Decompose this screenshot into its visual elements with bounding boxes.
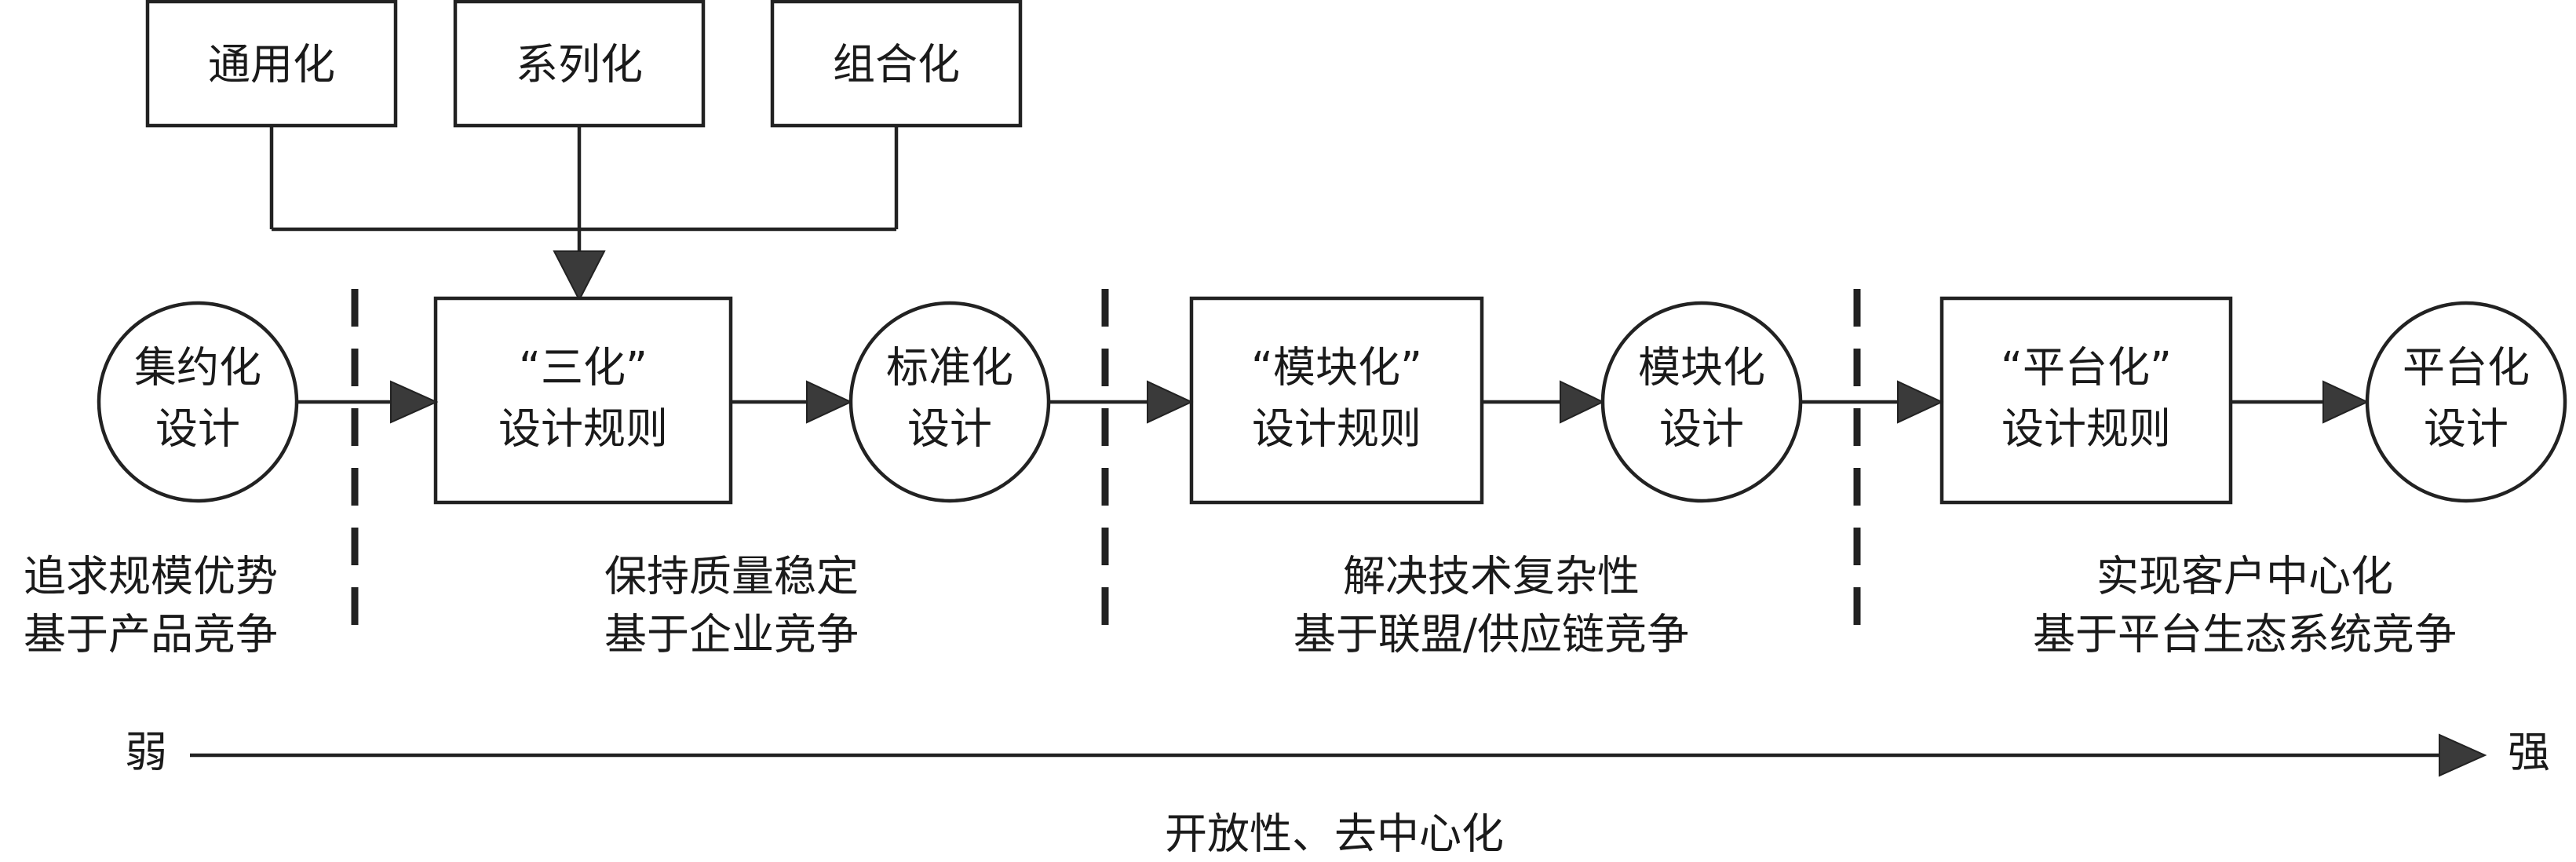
- stage-note-line2: 基于联盟/供应链竞争: [1293, 610, 1689, 659]
- scale-weak-label: 弱: [125, 728, 167, 777]
- node-label-line1: 平台化: [2403, 343, 2530, 393]
- rule-label-line1: “平台化”: [2001, 343, 2172, 393]
- flow-arrow: [297, 380, 439, 424]
- top-box-combination: 组合化: [770, 0, 1023, 128]
- node-intensive-design: 集约化 设计: [97, 301, 299, 503]
- rule-label-line1: “三化”: [519, 343, 648, 393]
- flow-arrow: [2231, 380, 2370, 424]
- stage-note-line1: 追求规模优势: [24, 552, 278, 601]
- node-label-line1: 标准化: [886, 343, 1013, 393]
- flow-arrow: [731, 380, 853, 424]
- node-label-line1: 集约化: [134, 343, 261, 393]
- rule-box-three-ization: “三化” 设计规则: [433, 296, 733, 505]
- flow-arrow: [1801, 380, 1944, 424]
- scale-arrowhead: [2439, 733, 2487, 777]
- node-platform-design: 平台化 设计: [2365, 301, 2567, 503]
- node-label-line2: 设计: [907, 404, 992, 454]
- flow-arrow: [1049, 380, 1194, 424]
- node-label-line1: 模块化: [1638, 343, 1765, 393]
- top-box-label: 组合化: [833, 40, 960, 89]
- rule-label-line1: “模块化”: [1251, 343, 1422, 393]
- node-standardization-design: 标准化 设计: [848, 301, 1051, 503]
- stage-note-4: 实现客户中心化 基于平台生态系统竞争: [2033, 552, 2457, 659]
- stage-note-line2: 基于平台生态系统竞争: [2033, 610, 2457, 659]
- stage-note-1: 追求规模优势 基于产品竞争: [24, 552, 278, 659]
- top-box-serialization: 系列化: [453, 0, 706, 128]
- node-label-line2: 设计: [1659, 404, 1744, 454]
- rule-label-line2: 设计规则: [1252, 404, 1421, 454]
- scale-strong-label: 强: [2508, 728, 2550, 777]
- top-connectors: [269, 126, 899, 302]
- down-arrowhead: [553, 250, 606, 302]
- rule-label-line2: 设计规则: [498, 404, 668, 454]
- scale-caption: 开放性、去中心化: [1165, 809, 1504, 859]
- flow-arrow: [1482, 380, 1605, 424]
- rule-label-line2: 设计规则: [2001, 404, 2171, 454]
- top-box-label: 通用化: [208, 40, 335, 89]
- node-modular-design: 模块化 设计: [1600, 301, 1803, 503]
- top-box-generalization: 通用化: [145, 0, 398, 128]
- node-label-line2: 设计: [2424, 404, 2508, 454]
- stage-note-line1: 保持质量稳定: [604, 552, 859, 601]
- rule-box-platformization: “平台化” 设计规则: [1939, 296, 2233, 505]
- stage-note-line2: 基于产品竞争: [24, 610, 278, 659]
- stage-note-line1: 实现客户中心化: [2096, 552, 2393, 601]
- stage-note-line2: 基于企业竞争: [604, 610, 859, 659]
- openness-scale: 弱 强 开放性、去中心化: [125, 728, 2550, 859]
- stage-note-line1: 解决技术复杂性: [1343, 552, 1640, 601]
- rule-box-modularization: “模块化” 设计规则: [1189, 296, 1484, 505]
- top-box-label: 系列化: [516, 40, 643, 89]
- stage-note-3: 解决技术复杂性 基于联盟/供应链竞争: [1293, 552, 1689, 659]
- stage-note-2: 保持质量稳定 基于企业竞争: [604, 552, 859, 659]
- node-label-line2: 设计: [155, 404, 240, 454]
